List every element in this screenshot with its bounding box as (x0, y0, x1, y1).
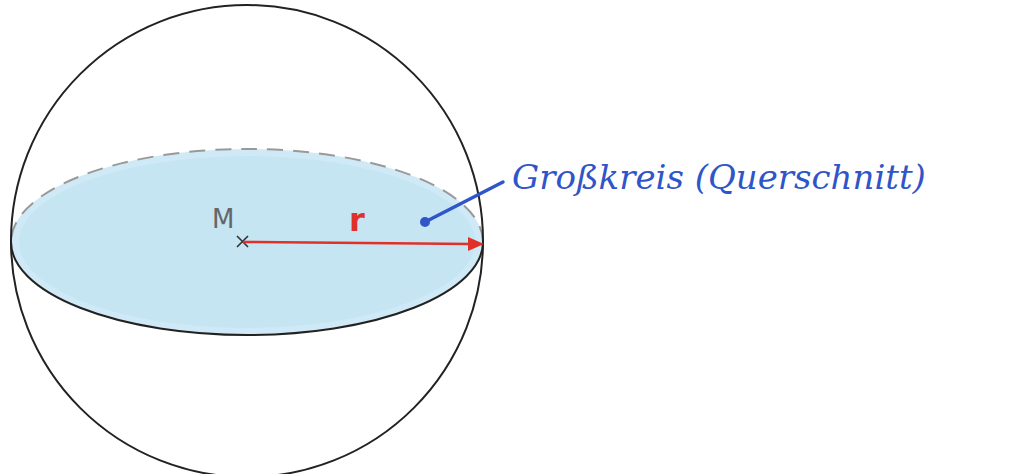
radius-arrowhead (468, 237, 484, 251)
great-circle-label: Großkreis (Querschnitt) (512, 160, 926, 194)
radius-label: r (349, 204, 365, 236)
great-circle-fill (11, 149, 483, 335)
center-label: M (212, 206, 234, 232)
leader-dot (420, 217, 430, 227)
sphere-outline (11, 5, 483, 474)
leader-line (425, 182, 503, 222)
great-circle-back-edge (11, 149, 483, 240)
great-circle-front-edge (11, 240, 483, 335)
radius-line (243, 242, 472, 244)
great-circle-shading (19, 156, 475, 328)
